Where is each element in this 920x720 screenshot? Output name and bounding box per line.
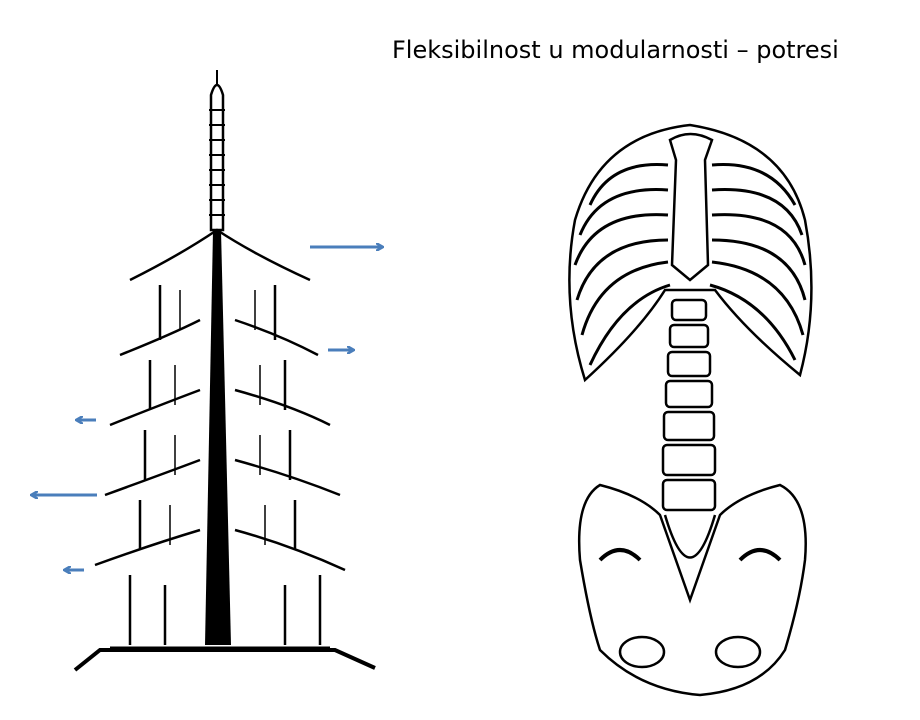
slide-title: Fleksibilnost u modularnosti – potresi	[392, 36, 839, 64]
